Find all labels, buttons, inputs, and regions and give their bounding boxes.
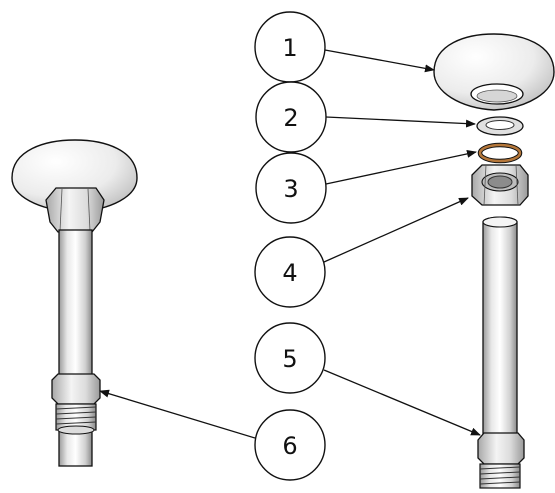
exploded-parts xyxy=(433,33,555,489)
part-threaded-end xyxy=(477,432,525,489)
part-flange xyxy=(433,33,555,111)
leader-1 xyxy=(324,49,435,73)
leader-2 xyxy=(325,116,476,128)
leader-lines xyxy=(99,49,481,439)
leader-4 xyxy=(323,197,469,263)
callout-label-1: 1 xyxy=(282,34,297,62)
callout-label-3: 3 xyxy=(283,175,298,203)
callout-balloon-4: 4 xyxy=(254,236,326,308)
leader-6 xyxy=(99,389,256,439)
callout-label-6: 6 xyxy=(282,432,297,460)
callout-balloon-6: 6 xyxy=(254,409,326,481)
callout-balloon-3: 3 xyxy=(255,152,327,224)
part-pipe xyxy=(482,216,518,437)
part-o-ring xyxy=(477,142,523,164)
callout-balloon-1: 1 xyxy=(254,11,326,83)
callout-balloon-2: 2 xyxy=(255,81,327,153)
part-compression-nut xyxy=(471,164,529,206)
callout-label-4: 4 xyxy=(282,259,297,287)
leader-5 xyxy=(323,369,481,436)
assembled-flange xyxy=(11,139,138,213)
callout-balloon-5: 5 xyxy=(254,322,326,394)
leader-3 xyxy=(325,149,477,185)
assembled-hex-end xyxy=(51,373,101,405)
callout-label-2: 2 xyxy=(283,104,298,132)
callout-label-5: 5 xyxy=(282,345,297,373)
part-washer xyxy=(476,116,524,136)
assembled-shower-arm xyxy=(11,139,138,467)
assembled-nut xyxy=(45,187,105,233)
